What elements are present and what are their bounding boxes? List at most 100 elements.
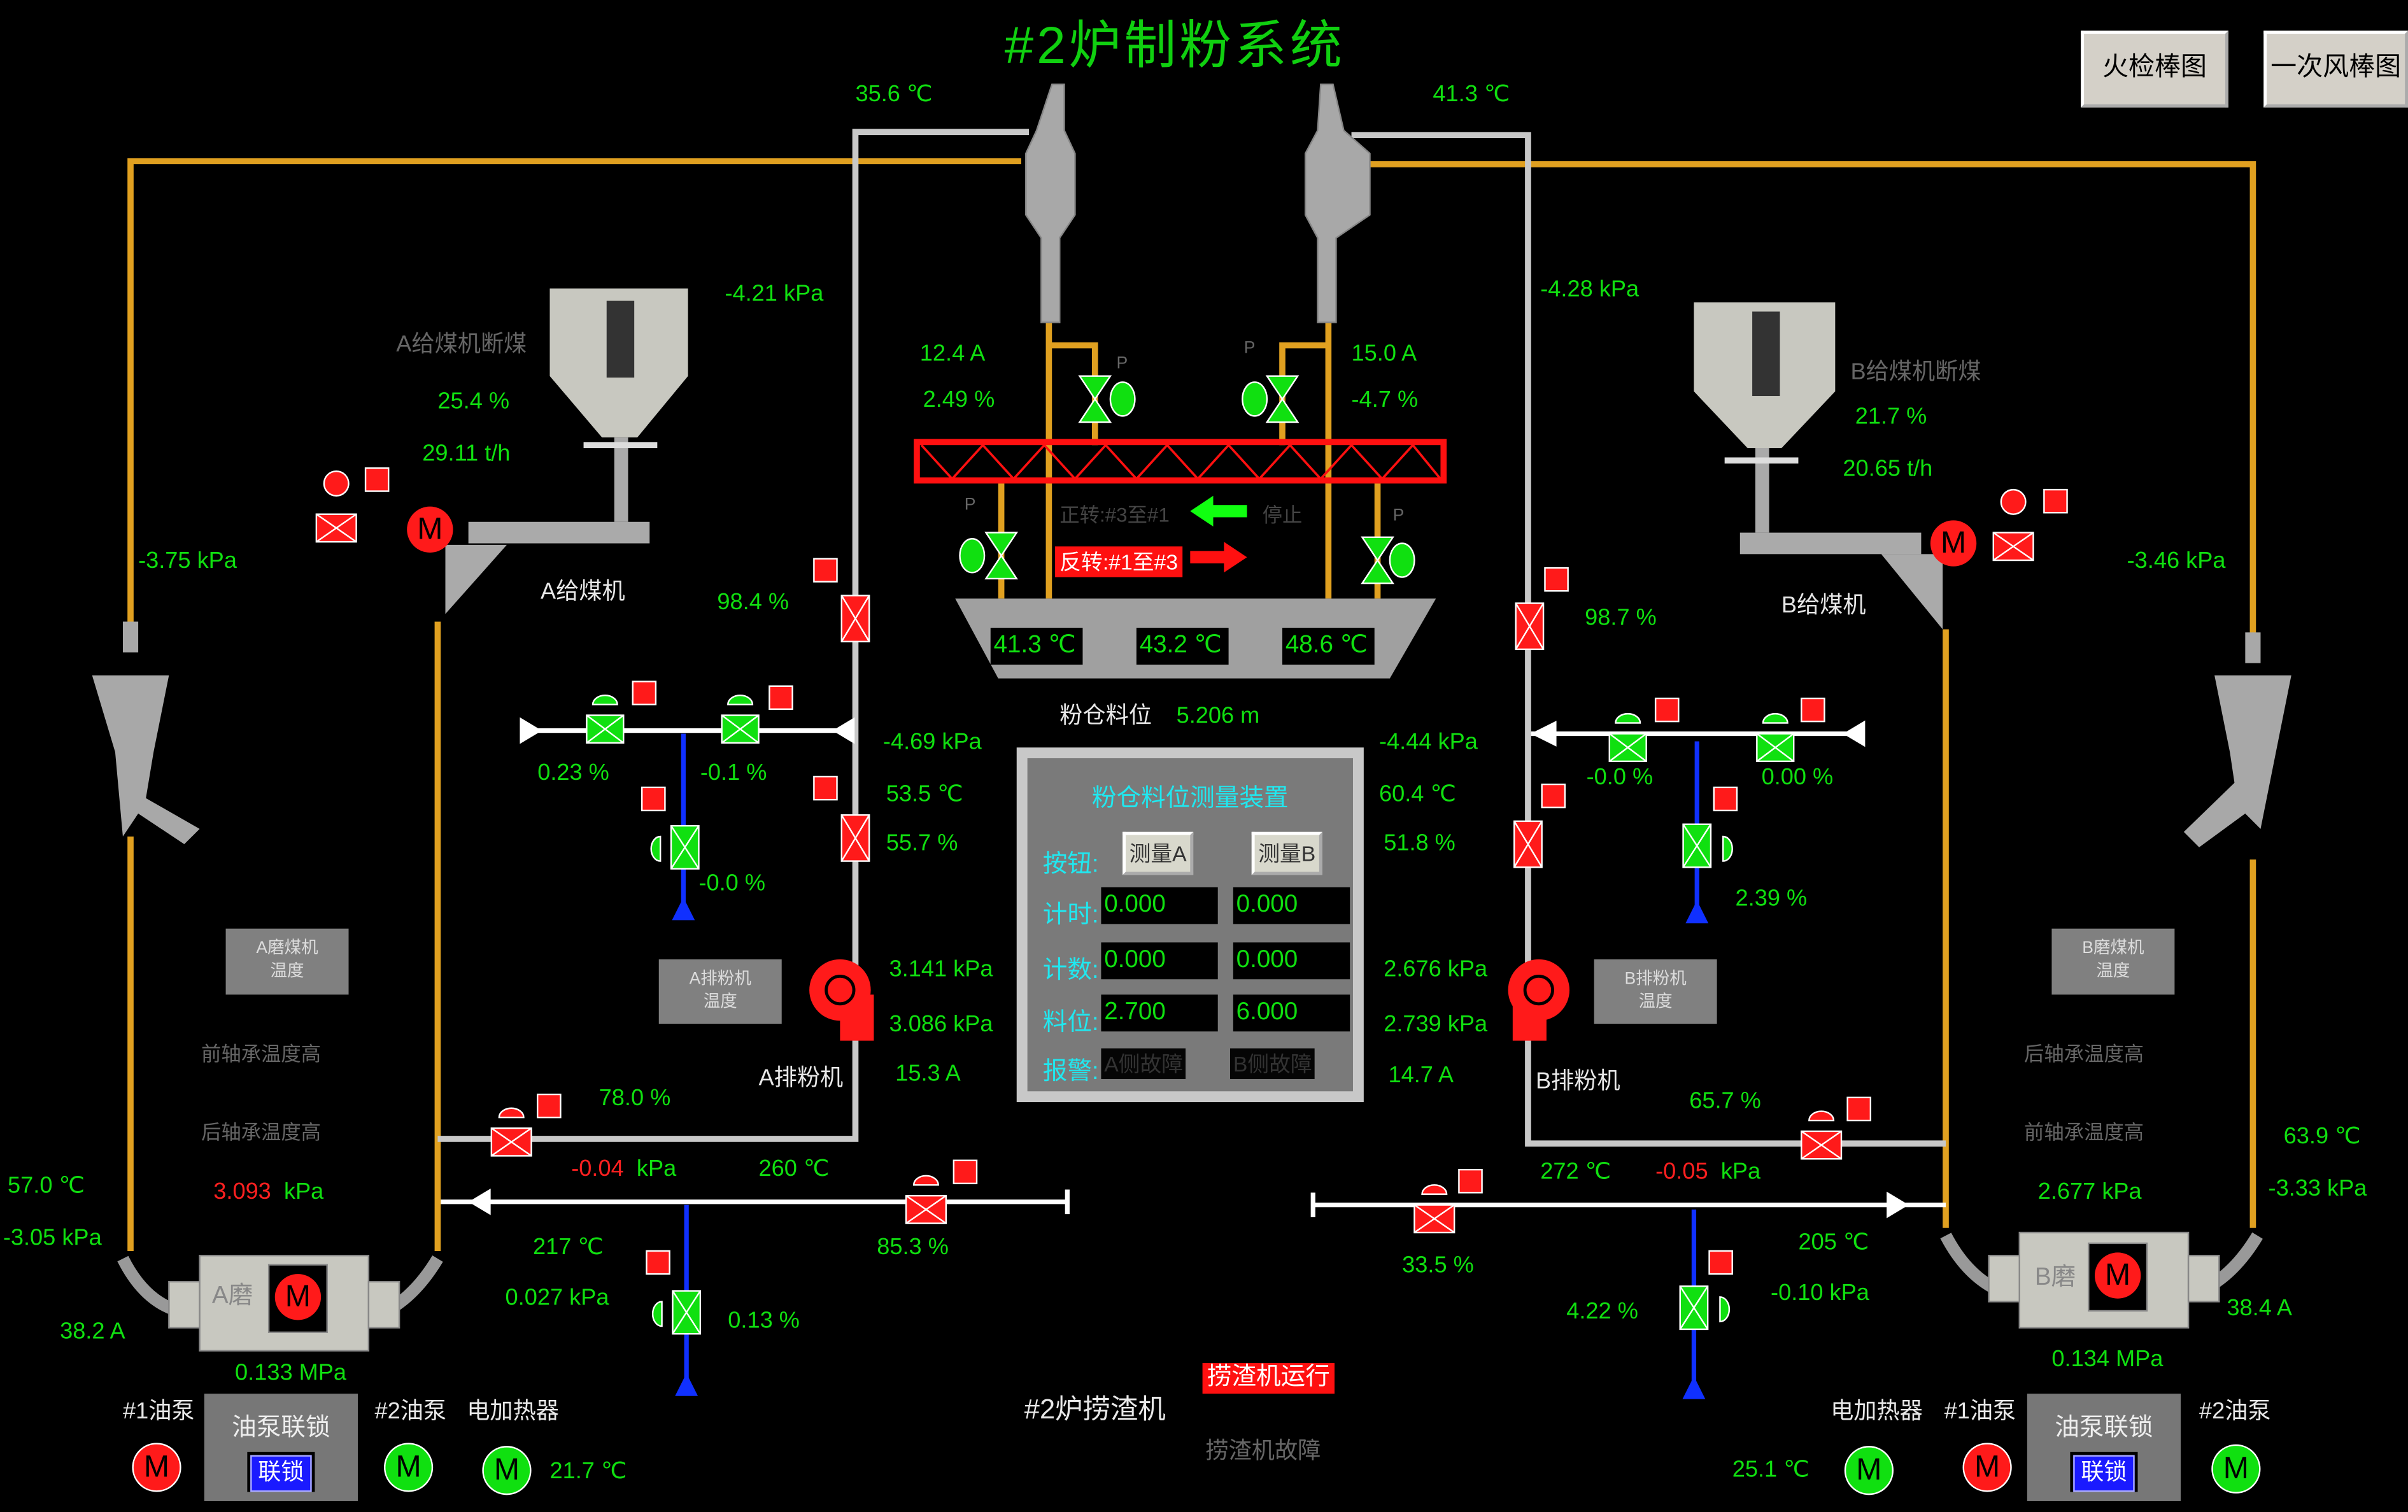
reading: -4.69 kPa — [882, 729, 982, 756]
mill-b-temp-button[interactable]: B磨煤机温度 — [2051, 928, 2175, 995]
reading: -0.0 % — [698, 870, 766, 897]
bin-temp: 48.6 ℃ — [1282, 628, 1375, 665]
reading: 20.65 t/h — [1843, 456, 1933, 483]
heater-motor-icon[interactable]: M — [482, 1446, 532, 1495]
fan-a-label: A排粉机 — [758, 1065, 844, 1092]
reading: 2.739 kPa — [1384, 1011, 1488, 1038]
level-a-value: 2.700 — [1101, 994, 1218, 1032]
reading: -3.46 kPa — [2127, 548, 2226, 574]
reading: 0.13 % — [728, 1308, 800, 1334]
fan-b-temp-button[interactable]: B排粉机温度 — [1594, 959, 1717, 1024]
bin-level-measurement-panel: 粉仓料位测量装置 按钮: 测量A 测量B 计时: 0.000 0.000 计数:… — [1016, 747, 1364, 1103]
oil-pump-interlock-a: 油泵联锁联锁 — [204, 1394, 358, 1501]
motor-icon[interactable]: M — [407, 506, 453, 553]
reading-unit: kPa — [636, 1155, 677, 1182]
reading-unit: kPa — [1720, 1159, 1761, 1185]
pump1-label: #1油泵 — [122, 1398, 195, 1425]
pump2-label: #2油泵 — [2199, 1398, 2271, 1425]
interlock-button[interactable]: 联锁 — [247, 1452, 315, 1492]
reading: -4.7 % — [1351, 386, 1419, 413]
reading: 63.9 ℃ — [2283, 1123, 2361, 1150]
heater-label: 电加热器 — [467, 1398, 560, 1425]
reading-value: -0.04 — [571, 1155, 624, 1182]
pump1-motor-icon[interactable]: M — [1962, 1443, 2012, 1492]
damper-icon — [490, 1107, 532, 1157]
pump1-label: #1油泵 — [1944, 1398, 2016, 1425]
measure-b-button[interactable]: 测量B — [1251, 831, 1322, 875]
fan-b-label: B排粉机 — [1536, 1068, 1620, 1095]
interlock-button[interactable]: 联锁 — [2070, 1452, 2138, 1492]
arrow-left-icon — [1190, 495, 1247, 526]
valves — [315, 375, 2034, 1335]
primary-air-bar-chart-button[interactable]: 一次风棒图 — [2263, 31, 2408, 108]
mill-b-label: B磨 — [2034, 1264, 2076, 1291]
reading: 15.0 A — [1351, 341, 1417, 367]
damper-icon — [1801, 1110, 1843, 1160]
reading: 98.7 % — [1585, 604, 1657, 631]
flame-bar-chart-button[interactable]: 火检棒图 — [2081, 31, 2228, 108]
reading: 21.7 ℃ — [549, 1458, 627, 1485]
conveyor-reverse-button[interactable]: 反转:#1至#3 — [1055, 546, 1183, 577]
exhauster-fan-b — [1508, 959, 1570, 1041]
damper-icon — [1992, 488, 2034, 562]
box-line: 温度 — [703, 993, 737, 1012]
level-label: 料位: — [1042, 1010, 1099, 1036]
reading: 0.00 % — [1761, 764, 1834, 791]
valve-icon — [1242, 375, 1300, 423]
reading: 0.027 kPa — [505, 1285, 609, 1311]
bin-level-label: 粉仓料位 — [1059, 703, 1152, 730]
reading: 0.134 MPa — [2051, 1346, 2164, 1373]
box-line: A磨煤机 — [256, 939, 318, 958]
heater-motor-icon[interactable]: M — [1844, 1446, 1894, 1495]
reading: 3.093 kPa — [213, 1179, 323, 1206]
reading: -3.33 kPa — [2268, 1175, 2367, 1202]
valve-icon — [1679, 1285, 1731, 1331]
measure-a-button[interactable]: 测量A — [1123, 831, 1194, 875]
mill-a-temp-button[interactable]: A磨煤机温度 — [225, 928, 349, 995]
reading: 21.7 % — [1855, 404, 1927, 430]
manual-badges — [364, 467, 2068, 1275]
damper-icon — [1513, 820, 1543, 868]
damper-icon — [1515, 602, 1545, 651]
reading: -0.10 kPa — [1771, 1280, 1869, 1306]
conveyor-stop-button[interactable]: 停止 — [1262, 503, 1303, 526]
pump1-motor-icon[interactable]: M — [132, 1443, 181, 1492]
reading: 57.0 ℃ — [8, 1173, 85, 1199]
bin-level-value: 5.206 m — [1176, 703, 1260, 730]
interlock-button-label: 联锁 — [250, 1455, 312, 1492]
box-line: 温度 — [2096, 962, 2130, 981]
reading: -4.21 kPa — [725, 281, 824, 307]
valve-icon — [651, 1290, 702, 1335]
panel-title: 粉仓料位测量装置 — [1091, 786, 1289, 812]
damper-icon — [315, 470, 357, 543]
reading: 33.5 % — [1402, 1252, 1474, 1279]
reading: 78.0 % — [598, 1085, 671, 1112]
feeder-b-break-alarm: B给煤机断煤 — [1850, 359, 1981, 386]
damper-icon — [905, 1175, 947, 1224]
rear-bearing-alarm: 后轴承温度高 — [201, 1120, 322, 1144]
mill-a-motor-icon[interactable]: M — [274, 1274, 322, 1320]
page-title: #2炉制粉系统 — [1004, 17, 1345, 76]
valve-icon — [1682, 823, 1733, 868]
interlock-title: 油泵联锁 — [2055, 1415, 2153, 1441]
slag-running-status: 捞渣机运行 — [1202, 1362, 1335, 1394]
damper-icon — [840, 595, 870, 643]
valve-tag: P — [1116, 354, 1128, 373]
reading: 35.6 ℃ — [855, 81, 933, 108]
pump2-motor-icon[interactable]: M — [2211, 1444, 2261, 1494]
separator-right — [2183, 632, 2291, 847]
reading: 3.141 kPa — [889, 956, 993, 983]
pump2-motor-icon[interactable]: M — [384, 1443, 434, 1492]
screw-conveyor — [914, 439, 1447, 484]
box-line: 温度 — [270, 962, 304, 981]
oil-pump-interlock-b: 油泵联锁联锁 — [2027, 1394, 2181, 1501]
mill-b-motor-icon[interactable]: M — [2094, 1252, 2141, 1299]
front-bearing-alarm: 前轴承温度高 — [2024, 1120, 2144, 1144]
fan-a-temp-button[interactable]: A排粉机温度 — [658, 959, 782, 1024]
reading: -0.05 kPa — [1655, 1159, 1760, 1186]
reading: 14.7 A — [1388, 1062, 1454, 1089]
conveyor-forward-button[interactable]: 正转:#3至#1 — [1059, 503, 1170, 526]
motor-icon[interactable]: M — [1930, 520, 1977, 567]
exhauster-fan-a — [809, 959, 874, 1041]
bin-temp: 43.2 ℃ — [1136, 628, 1229, 665]
